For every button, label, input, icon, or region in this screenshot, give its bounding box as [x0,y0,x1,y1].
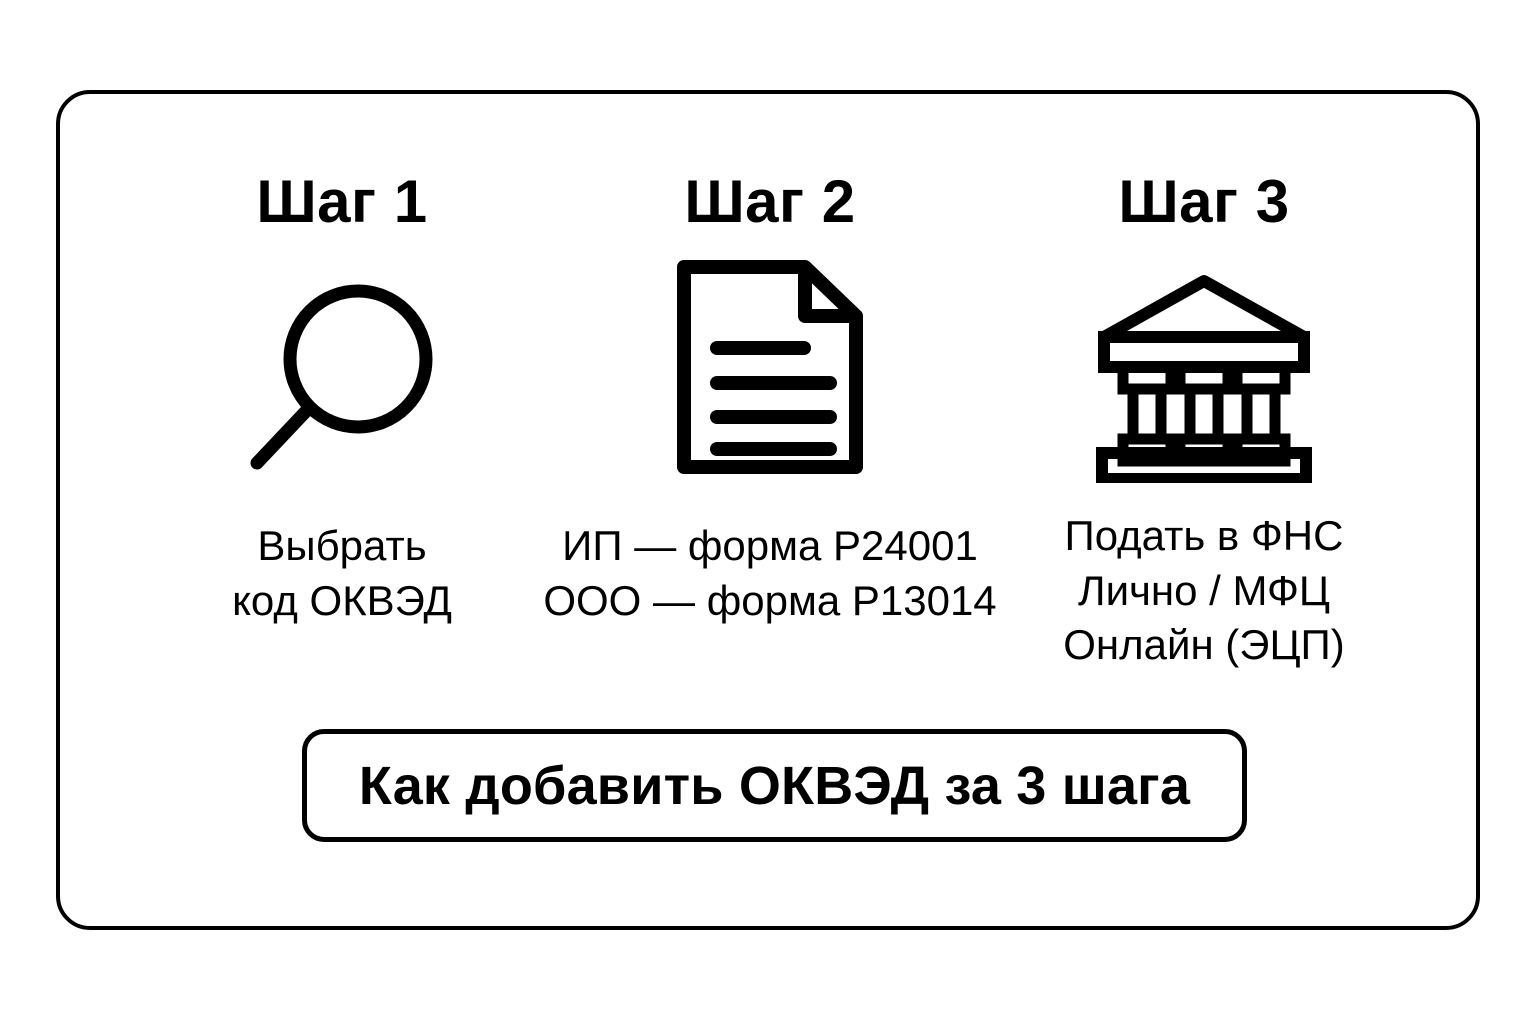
banner-box: Как добавить ОКВЭД за 3 шага [302,729,1247,842]
step-column-2: Шаг 2 ИП — форма Р24001 ООО — форма Р130… [570,94,970,628]
step-1-caption: Выбрать код ОКВЭД [232,519,452,628]
magnifier-icon [237,262,447,487]
step-3-caption: Подать в ФНС Лично / МФЦ Онлайн (ЭЦП) [1063,509,1344,673]
document-icon [670,254,870,479]
step-2-caption: ИП — форма Р24001 ООО — форма Р13014 [543,519,996,628]
infographic-card: Шаг 1 Выбрать код ОКВЭД Шаг 2 [56,90,1480,930]
step-3-caption-line-2: Лично / МФЦ [1063,564,1344,619]
step-3-caption-line-3: Онлайн (ЭЦП) [1063,618,1344,673]
step-2-caption-line-1: ИП — форма Р24001 [543,519,996,574]
step-1-heading: Шаг 1 [256,172,427,232]
step-2-heading: Шаг 2 [684,172,855,232]
steps-row: Шаг 1 Выбрать код ОКВЭД Шаг 2 [60,94,1476,704]
step-1-caption-line-1: Выбрать [232,519,452,574]
step-3-heading: Шаг 3 [1118,172,1289,232]
step-column-1: Шаг 1 Выбрать код ОКВЭД [142,94,542,628]
step-2-caption-line-2: ООО — форма Р13014 [543,574,996,629]
bank-icon [1090,264,1318,489]
banner-title: Как добавить ОКВЭД за 3 шага [359,759,1190,813]
step-column-3: Шаг 3 [1004,94,1404,673]
step-3-caption-line-1: Подать в ФНС [1063,509,1344,564]
step-1-caption-line-2: код ОКВЭД [232,574,452,629]
